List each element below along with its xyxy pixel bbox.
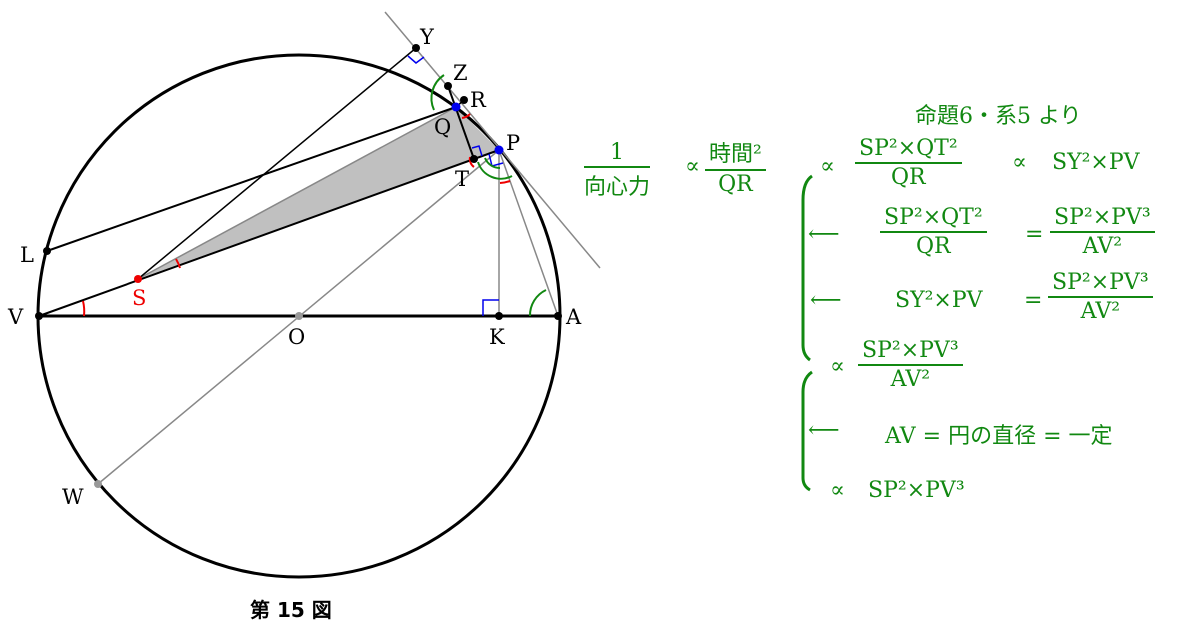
label-A: A: [565, 305, 582, 329]
equals-sign: =: [1024, 288, 1043, 313]
brace-lower: [801, 370, 813, 492]
point-markers: [35, 44, 562, 488]
equals-sign: =: [1025, 222, 1044, 247]
right-angle-K: [482, 299, 499, 316]
constant-diameter-note: AV = 円の直径 = 一定: [885, 424, 1113, 449]
reference-note: 命題6・系5 より: [915, 104, 1082, 129]
angle-Z: [430, 74, 445, 111]
angle-S: [175, 258, 181, 269]
numerator: SP²×PV³: [1048, 270, 1153, 298]
denominator: QR: [916, 234, 951, 259]
angle-T-red: [468, 156, 475, 168]
denominator: 向心力: [584, 175, 651, 200]
proportional-symbol: ∝: [685, 154, 700, 179]
line-VP: [38, 149, 500, 317]
denominator: QR: [891, 165, 926, 190]
numerator: SP²×PV³: [858, 338, 963, 366]
numerator: 1: [584, 140, 651, 168]
right-angle-Y: [407, 55, 425, 64]
line-PA: [498, 149, 559, 317]
angle-V: [82, 300, 86, 317]
line-SQ: [137, 106, 457, 280]
sy-pv-term-2: SY²×PV: [895, 288, 983, 313]
angle-A: [528, 289, 547, 317]
line-ZT: [447, 85, 475, 160]
line-LQ: [46, 106, 457, 252]
proportional-symbol: ∝: [830, 354, 845, 379]
proportional-symbol: ∝: [820, 154, 835, 179]
label-K: K: [489, 325, 505, 349]
label-R: R: [470, 88, 487, 112]
label-Q: Q: [434, 115, 451, 139]
label-Y: Y: [419, 25, 435, 49]
label-W: W: [62, 485, 84, 509]
label-T: T: [455, 167, 469, 191]
numerator: SP²×PV³: [1050, 205, 1155, 233]
label-P: P: [506, 131, 520, 155]
angle-P-red: [499, 180, 511, 184]
final-result: SP²×PV³: [868, 478, 965, 503]
denominator: AV²: [890, 367, 931, 392]
label-Z: Z: [453, 61, 468, 85]
tangent-line: [384, 11, 601, 269]
denominator: QR: [718, 172, 753, 197]
label-V: V: [7, 305, 24, 329]
sy-pv-term: SY²×PV: [1052, 150, 1140, 175]
brace-upper: [801, 174, 813, 362]
numerator: SP²×QT²: [855, 136, 962, 164]
numerator: 時間²: [705, 136, 766, 171]
denominator: AV²: [1080, 299, 1121, 324]
arrow-left: ⟵: [810, 288, 842, 313]
right-angle-T: [471, 145, 483, 157]
label-L: L: [20, 243, 34, 267]
numerator: SP²×QT²: [880, 205, 987, 233]
proportional-symbol: ∝: [830, 478, 845, 503]
arrow-left: ⟵: [808, 418, 840, 443]
fraction-inverse-force: 1 向心力: [584, 140, 651, 201]
arrow-left: ⟵: [808, 222, 840, 247]
proportional-symbol: ∝: [1012, 150, 1027, 175]
label-S: S: [132, 286, 146, 310]
angle-P-green2: [484, 157, 501, 170]
angle-P-green: [477, 161, 513, 180]
label-O: O: [288, 325, 305, 349]
figure-caption: 第 15 図: [250, 598, 332, 622]
denominator: AV²: [1082, 234, 1123, 259]
line-SY: [137, 47, 417, 280]
angle-R-red: [461, 113, 471, 119]
shaded-sector: [138, 107, 499, 279]
